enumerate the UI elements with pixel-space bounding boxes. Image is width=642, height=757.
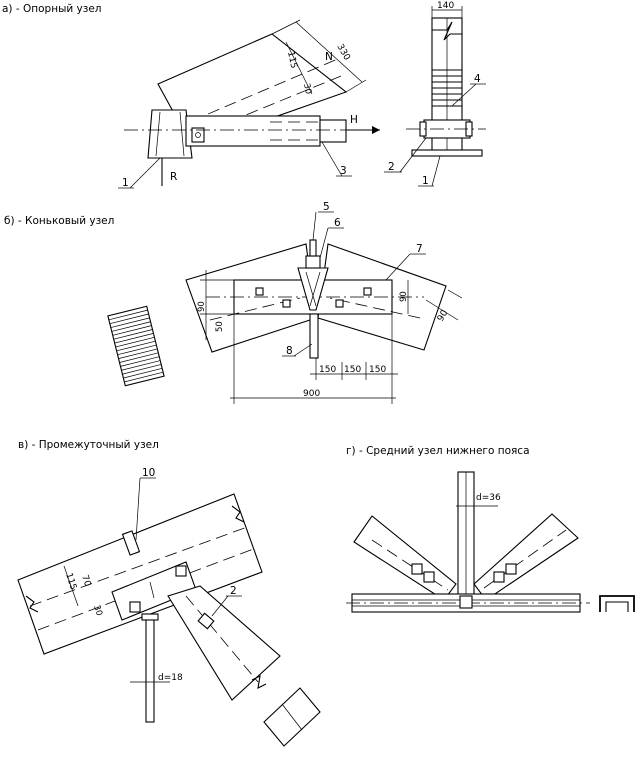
label-3: 3 — [340, 165, 347, 177]
dim-150a: 150 — [319, 365, 336, 375]
caption-a: а) - Опорный узел — [2, 3, 102, 15]
intermediate-node-v: в) - Промежуточный узел 115 70 30 d=18 — [17, 439, 321, 747]
dim-150c: 150 — [369, 365, 386, 375]
label-8: 8 — [286, 345, 293, 357]
dim-90a: 90 — [197, 301, 207, 312]
support-node-a: а) - Опорный узел 330 115 30 N H — [2, 3, 380, 189]
support-node-a-side: 140 4 2 1 — [384, 1, 486, 187]
bottom-chord-node-g: г) - Средний узел нижнего пояса d=36 — [346, 445, 635, 613]
label-N: N — [325, 51, 333, 63]
label-2a: 2 — [388, 161, 395, 173]
dim-90b: 90 — [399, 291, 409, 302]
dim-d18: d=18 — [158, 673, 183, 683]
label-R: R — [170, 171, 177, 183]
tie-rod-a — [319, 119, 347, 143]
rod-8 — [309, 313, 319, 359]
dim-d36: d=36 — [476, 493, 501, 503]
right-diag-g — [473, 513, 579, 601]
rod-v — [145, 617, 155, 723]
base-plate — [411, 149, 483, 157]
label-1a: 1 — [122, 177, 129, 189]
label-5: 5 — [323, 201, 330, 213]
dim-70: 70 — [79, 574, 92, 588]
dim-115: 115 — [285, 51, 298, 70]
label-4: 4 — [474, 73, 481, 85]
label-6: 6 — [334, 217, 341, 229]
caption-b: б) - Коньковый узел — [4, 215, 114, 227]
strut-v — [167, 585, 281, 701]
label-H: H — [350, 114, 358, 126]
caption-g: г) - Средний узел нижнего пояса — [346, 445, 530, 457]
dim-900: 900 — [303, 389, 320, 399]
label-7: 7 — [416, 243, 423, 255]
channel-section — [599, 595, 635, 612]
label-1b: 1 — [422, 175, 429, 187]
dim-30b: 30 — [91, 604, 104, 617]
label-2b: 2 — [230, 585, 237, 597]
support-plate-a — [147, 109, 193, 159]
ridge-node-b: б) - Коньковый узел 90 50 90 90 — [4, 201, 463, 404]
label-10: 10 — [142, 467, 155, 479]
left-diag-g — [353, 515, 457, 601]
chord-v — [17, 493, 263, 655]
lower-chord-a — [185, 115, 321, 147]
section-block — [107, 305, 165, 387]
dim-150b: 150 — [344, 365, 361, 375]
dim-50: 50 — [215, 321, 225, 332]
caption-v: в) - Промежуточный узел — [18, 439, 159, 451]
dim-30: 30 — [301, 83, 313, 96]
ridge-bolt — [309, 239, 317, 257]
dim-140: 140 — [437, 1, 454, 11]
